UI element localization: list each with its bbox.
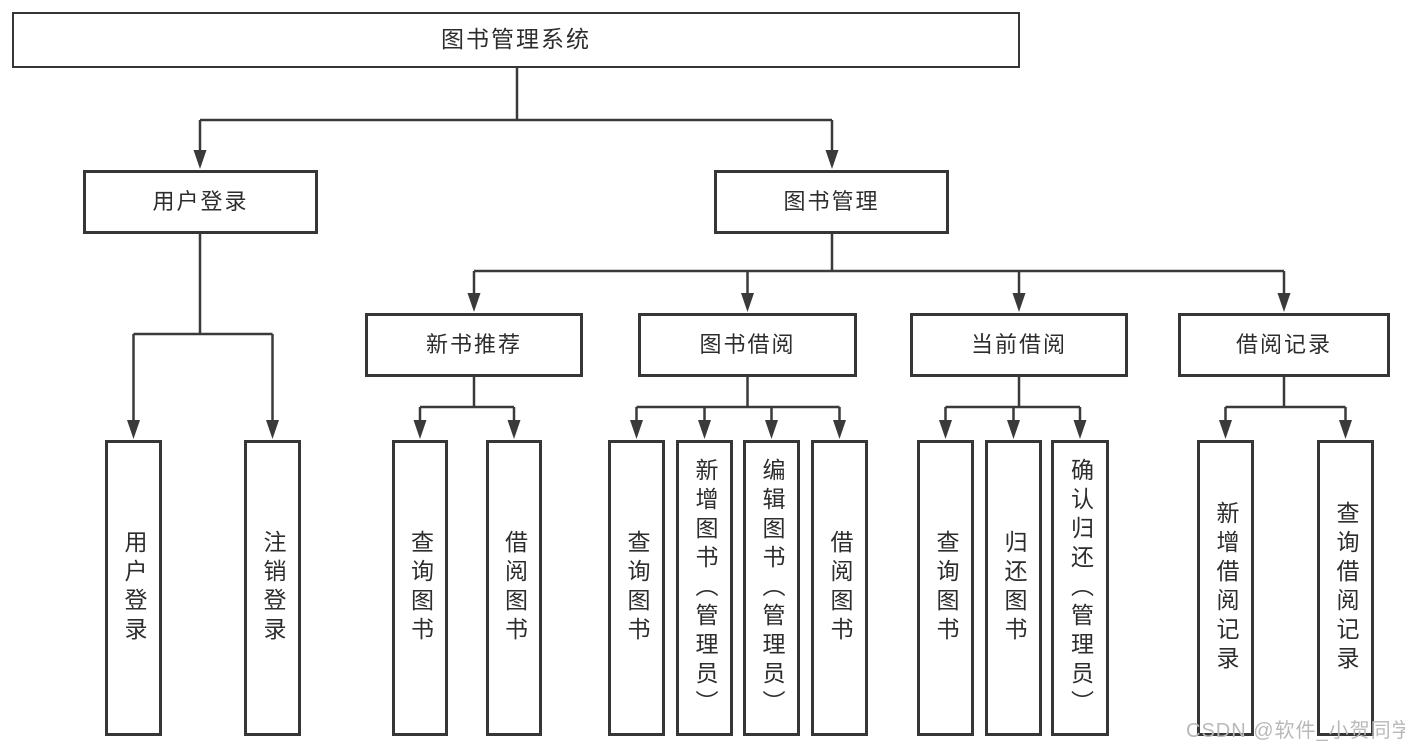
arrow-down-icon bbox=[825, 150, 839, 169]
arrow-down-icon bbox=[765, 420, 778, 439]
leaf-borrow-books: 借阅图书 bbox=[811, 440, 868, 736]
node-current-borrowing: 当前借阅 bbox=[910, 313, 1128, 377]
node-book-management-system: 图书管理系统 bbox=[12, 12, 1020, 68]
edge-borrowing-records-children bbox=[1224, 377, 1347, 421]
leaf-confirm-return-admin: 确认归还（管理员） bbox=[1051, 440, 1109, 736]
watermark: CSDN @软件_小贺同学 bbox=[1186, 720, 1405, 742]
arrow-down-icon bbox=[1277, 293, 1291, 312]
leaf-add-books-admin: 新增图书（管理员） bbox=[676, 440, 733, 736]
leaf-logout: 注销登录 bbox=[244, 440, 301, 736]
node-book-borrowing: 图书借阅 bbox=[638, 313, 857, 377]
arrow-down-icon bbox=[1007, 420, 1020, 439]
leaf-query-books: 查询图书 bbox=[608, 440, 665, 736]
node-borrowing-records: 借阅记录 bbox=[1178, 313, 1390, 377]
arrow-down-icon bbox=[698, 420, 711, 439]
node-book-management-branch: 图书管理 bbox=[714, 170, 949, 234]
leaf-return-books: 归还图书 bbox=[985, 440, 1042, 736]
arrow-down-icon bbox=[833, 420, 846, 439]
leaf-query-borrow-record: 查询借阅记录 bbox=[1317, 440, 1374, 736]
arrow-down-icon bbox=[266, 420, 279, 439]
edge-current-borrowing-children bbox=[944, 377, 1082, 421]
arrow-down-icon bbox=[630, 420, 643, 439]
leaf-user-login: 用户登录 bbox=[105, 440, 162, 736]
edge-new-book-recommendation-children bbox=[418, 377, 516, 421]
arrow-down-icon bbox=[413, 420, 427, 439]
arrow-down-icon bbox=[1339, 420, 1352, 439]
arrow-down-icon bbox=[127, 420, 140, 439]
leaf-borrow-books: 借阅图书 bbox=[486, 440, 542, 736]
arrow-down-icon bbox=[939, 420, 952, 439]
edge-user-login-children bbox=[132, 234, 274, 421]
arrow-down-icon bbox=[1012, 293, 1026, 312]
arrow-down-icon bbox=[741, 293, 754, 312]
arrow-down-icon bbox=[507, 420, 521, 439]
leaf-add-borrow-record: 新增借阅记录 bbox=[1197, 440, 1254, 736]
node-new-book-recommendation: 新书推荐 bbox=[365, 313, 583, 377]
edge-root-to-level2 bbox=[198, 68, 834, 152]
arrow-down-icon bbox=[1219, 420, 1232, 439]
leaf-edit-books-admin: 编辑图书（管理员） bbox=[743, 440, 800, 736]
arrow-down-icon bbox=[1073, 420, 1087, 439]
edge-book-borrowing-children bbox=[635, 377, 841, 421]
node-user-login-branch: 用户登录 bbox=[83, 170, 318, 234]
edge-book-management-children bbox=[472, 234, 1286, 296]
leaf-query-books: 查询图书 bbox=[917, 440, 974, 736]
arrow-down-icon bbox=[467, 293, 481, 312]
leaf-query-books: 查询图书 bbox=[392, 440, 448, 736]
arrow-down-icon bbox=[193, 150, 207, 169]
